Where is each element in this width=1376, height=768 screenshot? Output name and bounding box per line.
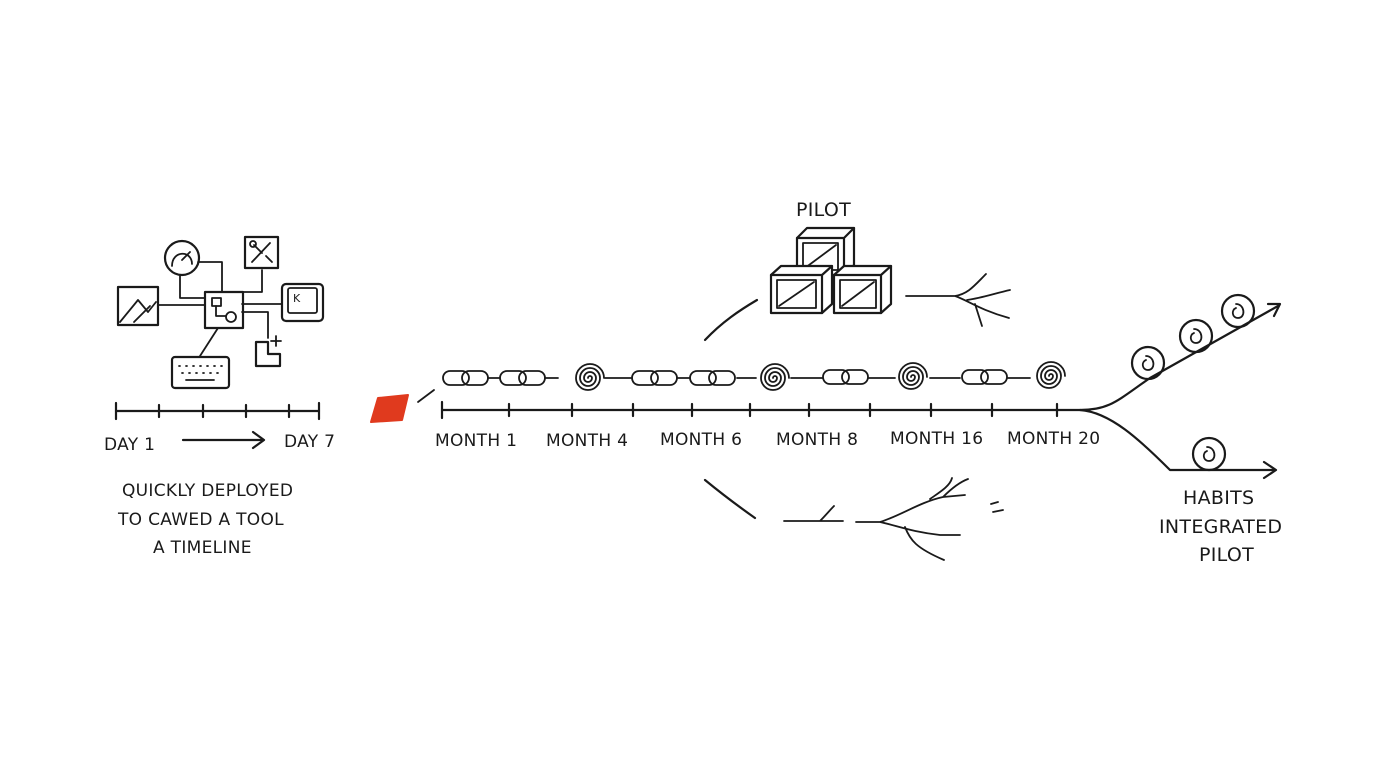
spiral-icon [575,363,605,391]
pilot-group: PILOT [769,199,893,315]
svg-text:K: K [293,292,301,305]
outcome-line-2: INTEGRATED [1159,516,1282,538]
left-caption: QUICKLY DEPLOYED TO CAWED A TOOL A TIMEL… [117,481,293,558]
outcome-balls [1130,293,1256,472]
lower-connector [703,478,757,520]
ball-icon [1130,345,1166,381]
month-label-1: MONTH 1 [435,431,517,451]
document-add-icon [254,335,282,368]
ball-icon [1220,293,1256,329]
crate-icon [832,264,893,315]
chain-link-icon [822,369,869,385]
month-label-2: MONTH 4 [546,431,628,451]
pilot-connector [703,298,759,342]
keyboard-icon [170,355,231,390]
branch-lower [783,477,1004,561]
tools-icon [243,235,280,270]
month-label-3: MONTH 6 [660,430,742,450]
day-end-label: DAY 7 [284,432,335,452]
chain-link-icon [631,370,678,386]
month-label-5: MONTH 16 [890,429,983,449]
ball-icon [1191,436,1227,472]
outcome-line-3: PILOT [1199,544,1254,566]
ball-icon [1178,318,1214,354]
caption-line-3: A TIMELINE [153,538,252,558]
gauge-icon [163,239,201,277]
red-marker [370,394,409,423]
caption-line-1: QUICKLY DEPLOYED [122,481,293,501]
outcome-line-1: HABITS [1183,487,1254,509]
spiral-icon [760,363,790,391]
chain-link-icon [442,370,489,386]
day-start-label: DAY 1 [104,435,155,455]
chain-link-icon [499,370,546,386]
keyboard-key-icon: K [280,282,325,323]
month-label-6: MONTH 20 [1007,429,1100,449]
day-timeline: DAY 1 DAY 7 [104,401,335,455]
branch-upper [905,273,1011,327]
month-label-4: MONTH 8 [776,430,858,450]
image-icon [116,285,160,327]
month-timeline: MONTH 1 MONTH 4 MONTH 6 MONTH 8 MONTH 16… [435,302,1282,480]
chain-link-icon [961,369,1008,385]
outcome-caption: HABITS INTEGRATED PILOT [1159,487,1282,566]
pilot-label: PILOT [796,199,851,221]
crate-icon [769,264,834,315]
chain-link-icon [689,370,736,386]
tool-cluster: K [116,235,325,390]
spiral-icon [1036,361,1066,389]
spiral-icon [898,362,928,390]
marker-connector [417,389,435,403]
crate-icon [795,226,856,277]
caption-line-2: TO CAWED A TOOL [117,510,284,530]
flowchart-icon [203,290,245,330]
marker-row [442,361,1066,391]
